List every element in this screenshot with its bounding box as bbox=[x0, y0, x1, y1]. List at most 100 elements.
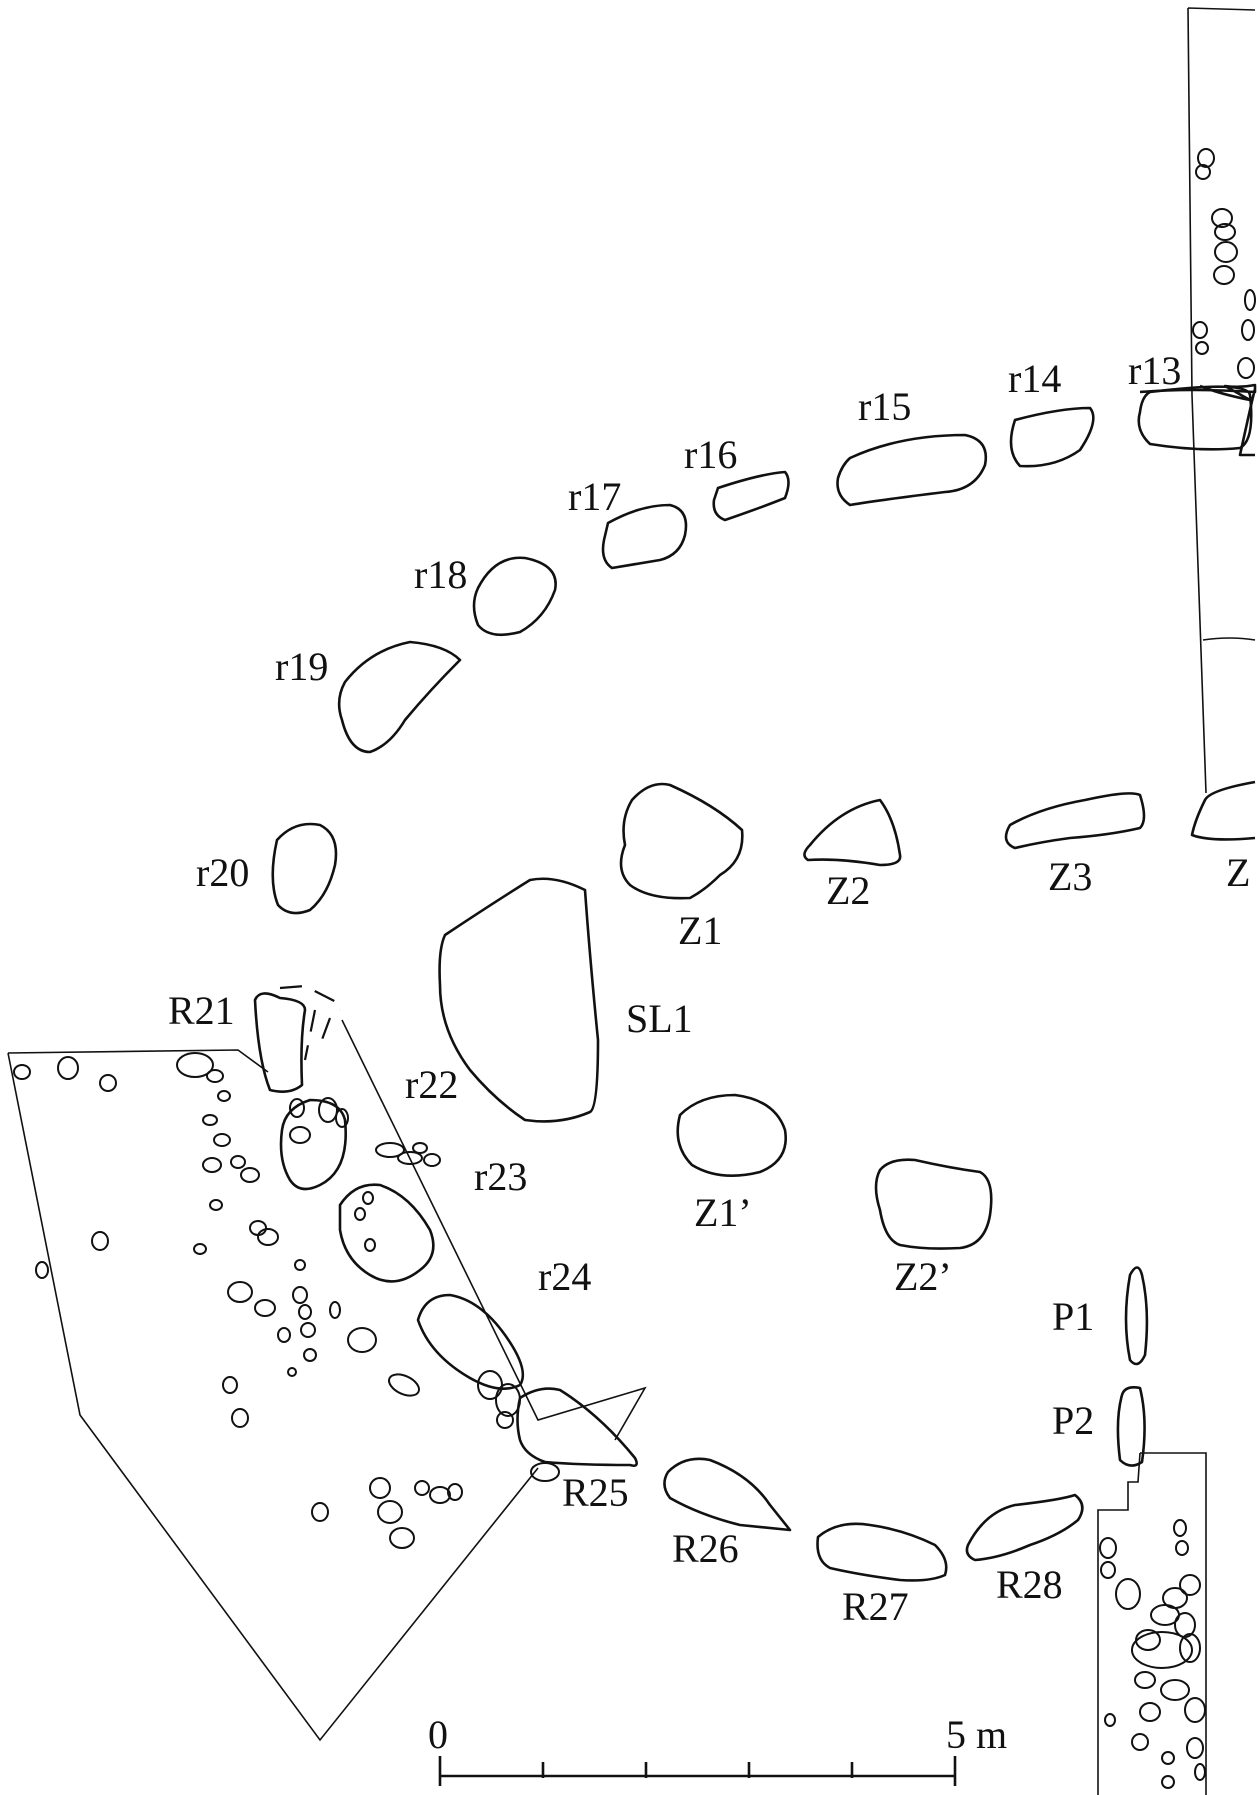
cobble bbox=[495, 1383, 521, 1417]
cobble bbox=[1161, 1751, 1175, 1765]
cobble bbox=[1211, 208, 1233, 228]
cobble bbox=[1175, 1540, 1189, 1556]
cobble bbox=[202, 1114, 218, 1126]
southern-stone-arc bbox=[253, 984, 1084, 1582]
cobble bbox=[209, 1199, 223, 1211]
stone-r21-reconstructed-outline bbox=[279, 984, 344, 1061]
label-SL1: SL1 bbox=[626, 996, 693, 1041]
label-r18: r18 bbox=[414, 552, 467, 597]
cobble bbox=[1131, 1733, 1149, 1751]
cobble bbox=[240, 1167, 260, 1183]
label-P2: P2 bbox=[1052, 1398, 1094, 1443]
cobble bbox=[287, 1367, 297, 1377]
stone-r13 bbox=[1137, 385, 1253, 451]
stone-z3 bbox=[1004, 792, 1146, 850]
scale-bar-start-label: 0 bbox=[428, 1712, 448, 1757]
label-R21: R21 bbox=[168, 988, 235, 1033]
cobble bbox=[1131, 1631, 1193, 1669]
stone-r25 bbox=[516, 1387, 638, 1467]
cobble bbox=[289, 1098, 305, 1118]
scale-bar: 0 5 m bbox=[428, 1712, 1007, 1786]
label-r17: r17 bbox=[568, 474, 621, 519]
stone-r28 bbox=[965, 1493, 1084, 1562]
cobble bbox=[206, 1069, 224, 1083]
cobble bbox=[389, 1527, 415, 1549]
inner-stones bbox=[438, 780, 1256, 1467]
cobble bbox=[1173, 1519, 1187, 1537]
cobble bbox=[1192, 321, 1208, 339]
cobble-scatter-east bbox=[1192, 148, 1256, 379]
label-r19: r19 bbox=[275, 644, 328, 689]
label-R25: R25 bbox=[562, 1470, 629, 1515]
label-Z4-partial: Z bbox=[1226, 850, 1250, 895]
label-R27: R27 bbox=[842, 1584, 909, 1629]
cobble bbox=[176, 1052, 214, 1078]
cobble bbox=[1214, 223, 1236, 241]
stone-r14 bbox=[1009, 406, 1095, 468]
label-r13: r13 bbox=[1128, 348, 1181, 393]
cobble bbox=[99, 1074, 117, 1092]
cobble bbox=[347, 1327, 377, 1353]
cobble bbox=[193, 1243, 207, 1255]
stone-r26 bbox=[663, 1457, 792, 1532]
cobble bbox=[289, 1126, 311, 1144]
cobble bbox=[202, 1157, 222, 1173]
cobble bbox=[217, 1090, 231, 1102]
label-Z2-prime: Z2’ bbox=[894, 1254, 952, 1299]
cobble bbox=[1197, 148, 1215, 168]
cobble bbox=[13, 1064, 31, 1080]
label-r16: r16 bbox=[684, 432, 737, 477]
cobble bbox=[397, 1151, 423, 1165]
label-r22: r22 bbox=[405, 1062, 458, 1107]
cobble bbox=[257, 1228, 279, 1246]
cobble bbox=[1241, 319, 1255, 341]
cobble bbox=[1244, 289, 1256, 311]
cobble bbox=[231, 1408, 249, 1428]
cobble bbox=[423, 1153, 441, 1167]
cobble bbox=[254, 1299, 276, 1317]
cobble bbox=[1194, 1763, 1206, 1781]
stone-r21 bbox=[253, 992, 307, 1093]
cobble bbox=[1161, 1775, 1175, 1789]
stone-sl1 bbox=[438, 877, 600, 1123]
cobble bbox=[294, 1259, 306, 1271]
east-trench-outline bbox=[1187, 7, 1256, 794]
stone-p1 bbox=[1124, 1266, 1149, 1366]
label-r23: r23 bbox=[474, 1154, 527, 1199]
cobble bbox=[35, 1261, 49, 1279]
southeast-trench-outline bbox=[1097, 1452, 1207, 1795]
cobble bbox=[354, 1207, 366, 1221]
cobble bbox=[1179, 1574, 1201, 1596]
cobble bbox=[230, 1155, 246, 1169]
cobble bbox=[362, 1191, 374, 1205]
cobble bbox=[318, 1097, 338, 1123]
stone-z1 bbox=[619, 782, 744, 900]
stone-r15 bbox=[836, 433, 988, 507]
stone-r17 bbox=[601, 503, 688, 570]
cobble bbox=[249, 1220, 267, 1236]
cobble-scatter-southwest bbox=[13, 1052, 560, 1549]
stone-r13 bbox=[1139, 383, 1257, 457]
cobble bbox=[292, 1286, 308, 1304]
stone-p2 bbox=[1116, 1386, 1146, 1467]
label-r24: r24 bbox=[538, 1254, 591, 1299]
cobble bbox=[213, 1133, 231, 1147]
cobble bbox=[277, 1327, 291, 1343]
cobble bbox=[377, 1500, 403, 1524]
cobble bbox=[412, 1142, 428, 1154]
label-r14: r14 bbox=[1008, 356, 1061, 401]
stone-r24 bbox=[416, 1293, 525, 1391]
stone-z2 bbox=[803, 798, 902, 867]
cobble bbox=[1134, 1671, 1156, 1689]
label-Z1-prime: Z1’ bbox=[694, 1190, 752, 1235]
label-Z2: Z2 bbox=[826, 868, 870, 913]
cobble bbox=[1139, 1702, 1161, 1722]
stone-r23-block bbox=[338, 1183, 435, 1283]
scale-bar-line bbox=[438, 1756, 957, 1786]
cobble bbox=[375, 1142, 405, 1158]
label-Z1: Z1 bbox=[678, 908, 722, 953]
label-R28: R28 bbox=[996, 1562, 1063, 1607]
label-r15: r15 bbox=[858, 384, 911, 429]
cobble bbox=[1179, 1633, 1201, 1663]
